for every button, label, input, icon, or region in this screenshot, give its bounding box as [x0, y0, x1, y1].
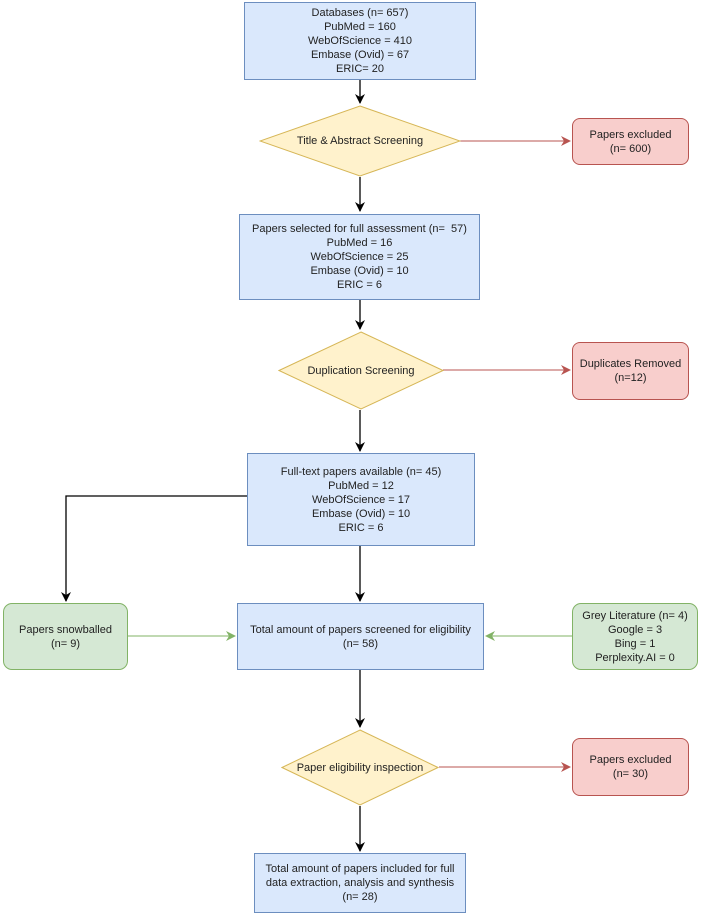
full-text-embase: Embase (Ovid) = 10 [311, 507, 411, 520]
included-label: Total amount of papers included for full… [265, 863, 455, 889]
title-abstract-screening-label: Title & Abstract Screening [296, 135, 424, 147]
databases-pubmed: PubMed = 160 [324, 21, 396, 33]
full-text-webofscience: WebOfScience = 17 [312, 493, 410, 506]
title-abstract-screening-decision: Title & Abstract Screening [259, 105, 461, 177]
duplicates-removed-count: (n=12) [614, 372, 647, 384]
grey-literature-total: Grey Literature (n= 4) [582, 609, 688, 622]
grey-literature-bing: Bing = 1 [614, 637, 656, 650]
papers-snowballed-count: (n= 9) [50, 637, 81, 650]
decision-diamond-shape [259, 105, 461, 177]
papers-excluded-box-1: Papers excluded (n= 600) [572, 118, 689, 165]
grey-literature-box: Grey Literature (n= 4) Google = 3 Bing =… [572, 603, 698, 670]
papers-excluded-count: (n= 30) [612, 768, 649, 780]
full-assessment-embase: Embase (Ovid) = 10 [310, 265, 409, 277]
included-box: Total amount of papers included for full… [254, 853, 466, 913]
decision-diamond-shape [281, 729, 439, 806]
papers-excluded-label: Papers excluded [589, 128, 672, 141]
full-text-eric: ERIC = 6 [338, 521, 384, 534]
databases-embase: Embase (Ovid) = 67 [310, 49, 410, 61]
papers-snowballed-label: Papers snowballed [19, 623, 112, 636]
papers-excluded-box-2: Papers excluded (n= 30) [572, 738, 689, 796]
screened-eligibility-box: Total amount of papers screened for elig… [237, 603, 484, 670]
full-assessment-box: Papers selected for full assessment (n= … [239, 214, 480, 300]
full-text-total: Full-text papers available (n= 45) [280, 465, 442, 478]
decision-diamond-shape [278, 331, 444, 410]
papers-snowballed-box: Papers snowballed (n= 9) [3, 603, 128, 670]
duplication-screening-decision: Duplication Screening [278, 331, 444, 410]
papers-excluded-count: (n= 600) [609, 142, 652, 155]
full-assessment-eric: ERIC = 6 [337, 279, 382, 291]
full-assessment-webofscience: WebOfScience = 25 [310, 251, 409, 263]
duplicates-removed-box: Duplicates Removed (n=12) [572, 342, 689, 400]
papers-excluded-label: Papers excluded [589, 754, 672, 766]
databases-eric: ERIC= 20 [336, 63, 384, 75]
eligibility-inspection-label: Paper eligibility inspection [296, 761, 424, 774]
databases-total: Databases (n= 657) [311, 7, 409, 19]
full-text-box: Full-text papers available (n= 45) PubMe… [247, 453, 475, 546]
screened-eligibility-label: Total amount of papers screened for elig… [250, 623, 471, 636]
full-assessment-pubmed: PubMed = 16 [326, 237, 393, 249]
full-text-pubmed: PubMed = 12 [328, 479, 394, 492]
arrow-full-text-to-snowballed [61, 495, 247, 602]
databases-webofscience: WebOfScience = 410 [307, 35, 413, 47]
databases-box: Databases (n= 657) PubMed = 160 WebOfSci… [244, 2, 476, 80]
screened-eligibility-count: (n= 58) [342, 637, 379, 650]
included-count: (n= 28) [342, 891, 378, 903]
duplication-screening-label: Duplication Screening [307, 364, 415, 377]
full-assessment-total: Papers selected for full assessment (n= … [252, 223, 467, 235]
eligibility-inspection-decision: Paper eligibility inspection [281, 729, 439, 806]
grey-literature-google: Google = 3 [607, 623, 663, 636]
grey-literature-perplexity: Perplexity.AI = 0 [595, 651, 675, 664]
duplicates-removed-label: Duplicates Removed [579, 358, 682, 370]
